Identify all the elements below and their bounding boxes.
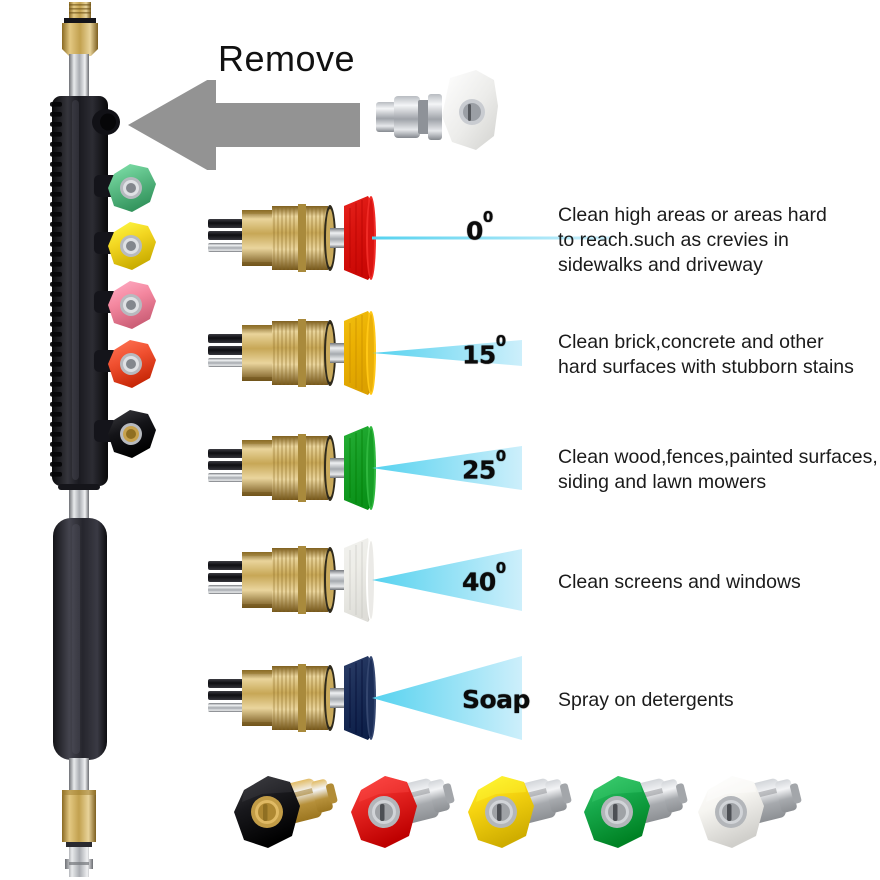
nozzle-assembly-15 — [208, 311, 376, 395]
description-soap: Spray on detergents — [558, 688, 734, 711]
nozzle-assembly-soap — [208, 656, 376, 740]
wand-collar — [58, 484, 100, 490]
holder-nozzle-green — [108, 164, 156, 212]
wand-body — [50, 96, 120, 486]
angle-label-0: 00 — [466, 207, 493, 246]
remove-arrow-icon — [128, 80, 360, 170]
wand-lower-stem — [69, 486, 89, 520]
spray-fan-15 — [372, 340, 522, 366]
wand-upper-stem — [69, 54, 89, 100]
loose-nozzle-green — [584, 776, 688, 848]
wand-grip — [53, 518, 107, 760]
loose-nozzle-yellow — [468, 776, 572, 848]
spray-fan-40 — [372, 549, 522, 611]
spray-fan-soap — [372, 656, 522, 740]
holder-nozzle-red — [108, 340, 156, 388]
wand-outlet-stem — [69, 758, 89, 792]
description-25: Clean wood,fences,painted surfaces, sidi… — [558, 446, 878, 493]
row-0-degree: 00 Clean high areas or areas hard to reac… — [0, 188, 880, 308]
wand-bottom-brass-fitting — [62, 790, 96, 842]
spray-fan-25 — [372, 446, 522, 490]
spray-fan-0 — [372, 236, 612, 240]
angle-label-15: 150 — [462, 331, 506, 370]
loose-nozzle-white — [698, 776, 802, 848]
description-40: Clean screens and windows — [558, 570, 801, 593]
loose-nozzle-black — [234, 776, 338, 848]
row-25-degree: 250 Clean wood,fences,painted surfaces, s… — [0, 418, 880, 538]
wand-quick-connect-plug — [65, 842, 93, 877]
loose-nozzle-strip — [0, 762, 880, 880]
detached-white-nozzle — [376, 70, 498, 150]
description-15: Clean brick,concrete and other hard surf… — [558, 331, 854, 378]
angle-label-40: 400 — [462, 558, 506, 597]
holder-nozzle-yellow — [108, 222, 156, 270]
remove-label: Remove — [218, 38, 356, 79]
row-15-degree: 150 Clean brick,concrete and other hard s… — [0, 303, 880, 423]
row-40-degree: 400 Clean screens and windows — [0, 530, 880, 650]
description-0: Clean high areas or areas hard to reach.… — [558, 203, 827, 276]
holder-nozzle-pink — [108, 281, 156, 329]
nozzle-assembly-25 — [208, 426, 376, 510]
holder-nozzle-black — [108, 410, 156, 458]
wand-top-fitting — [62, 2, 98, 56]
nozzle-assembly-40 — [208, 538, 376, 622]
loose-nozzle-red — [351, 776, 455, 848]
nozzle-assembly-0 — [208, 196, 376, 280]
angle-label-soap: Soap — [462, 685, 530, 714]
row-soap: Soap Spray on detergents — [0, 648, 880, 768]
angle-label-25: 250 — [462, 446, 506, 485]
pressure-washer-lance — [50, 2, 120, 877]
